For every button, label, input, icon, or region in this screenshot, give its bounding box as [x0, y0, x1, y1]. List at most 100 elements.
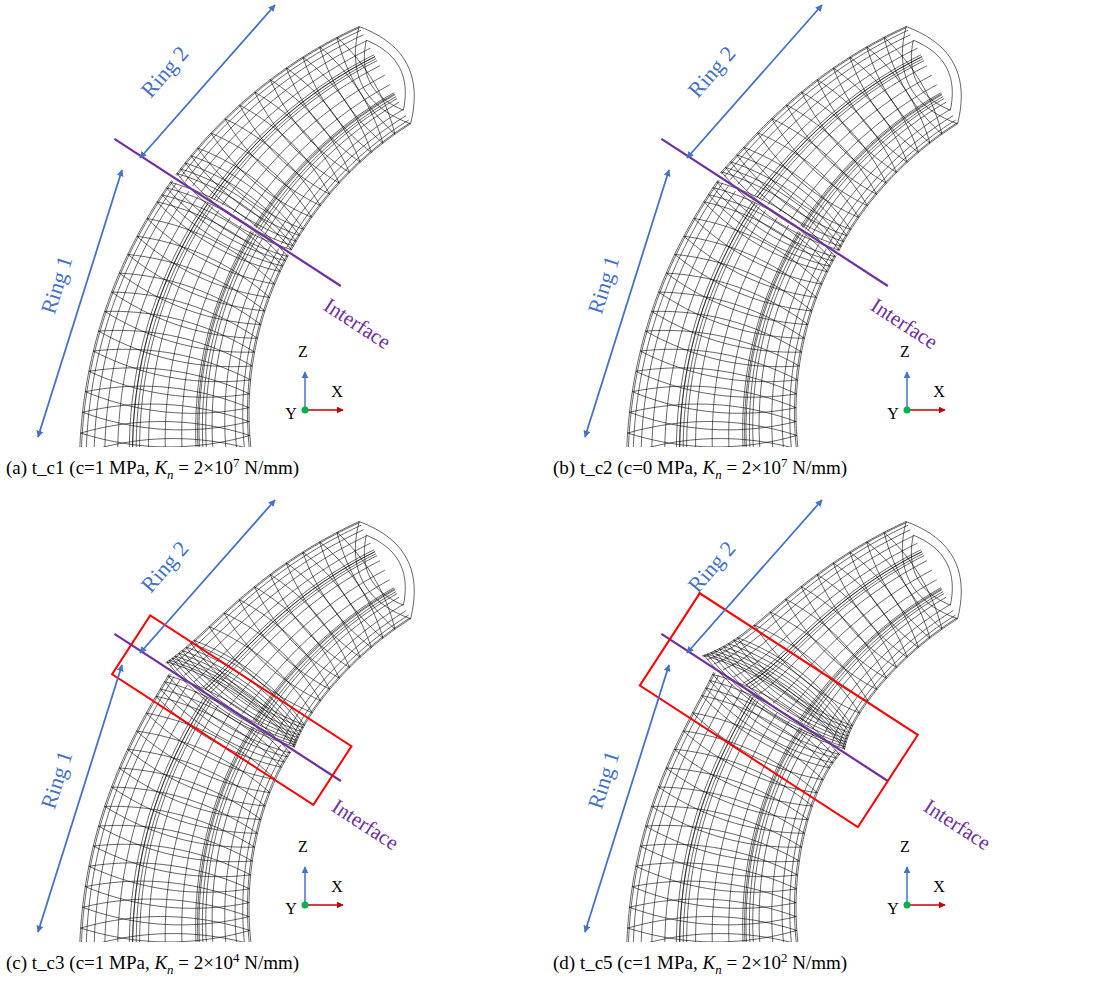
- mesh-line: [675, 254, 812, 311]
- mesh-line: [630, 412, 797, 430]
- mesh-line: [717, 182, 835, 257]
- mesh-line: [81, 928, 250, 942]
- mesh-line: [137, 731, 270, 793]
- mesh-line: [289, 615, 408, 744]
- mesh-line: [240, 105, 330, 194]
- mesh-line: [796, 753, 841, 942]
- mesh-line: [217, 561, 380, 697]
- mesh-line: [105, 806, 255, 847]
- mesh-line: [757, 133, 858, 218]
- mesh-line: [725, 167, 841, 246]
- mesh-line: [770, 612, 868, 701]
- interface-label: Interface: [319, 294, 394, 354]
- mesh-line: [683, 731, 817, 793]
- mesh-line: [633, 183, 723, 447]
- mesh-line: [759, 239, 810, 447]
- mesh-line: [355, 522, 410, 619]
- mesh-line: [197, 148, 303, 229]
- mesh-line: [652, 311, 802, 352]
- mesh-line: [182, 225, 242, 447]
- mesh-line: [804, 592, 943, 724]
- mesh-line: [209, 627, 312, 713]
- mesh-line: [256, 95, 395, 228]
- mesh-line: [738, 41, 914, 185]
- mesh-line: [770, 612, 868, 701]
- mesh-line: [366, 40, 405, 110]
- mesh-line: [730, 162, 843, 242]
- axis-label: Y: [285, 405, 297, 423]
- mesh-line: [713, 674, 840, 754]
- mesh-line: [85, 386, 249, 408]
- mesh-line: [715, 651, 847, 742]
- mesh-line: [162, 195, 283, 266]
- mesh-line: [270, 574, 350, 667]
- mesh-line: [286, 68, 360, 162]
- mesh-line: [658, 787, 804, 833]
- mesh-line: [180, 169, 293, 246]
- mesh-line: [628, 917, 797, 931]
- mesh-line: [906, 27, 961, 124]
- mesh-line: [275, 605, 403, 736]
- mesh-line: [81, 917, 250, 931]
- mesh-line: [821, 110, 950, 240]
- mesh-line: [105, 806, 255, 847]
- mesh-line: [118, 691, 197, 942]
- axis-label: Z: [900, 838, 910, 856]
- mesh-line: [119, 768, 261, 820]
- mesh-line: [197, 148, 303, 229]
- mesh-line: [235, 745, 281, 942]
- mesh-line: [119, 768, 261, 820]
- z-axis-arrow: [906, 372, 908, 410]
- mesh-line: [707, 525, 908, 659]
- mesh-line: [913, 40, 952, 110]
- mesh-line: [247, 254, 287, 447]
- mesh-line: [303, 552, 372, 648]
- mesh-line: [180, 30, 361, 177]
- mesh-line: [746, 233, 801, 447]
- mesh-line: [753, 236, 806, 447]
- mesh-line: [185, 163, 296, 241]
- mesh-line: [196, 231, 252, 447]
- mesh-line: [674, 749, 812, 806]
- mesh-line: [717, 182, 835, 257]
- mesh-line: [147, 218, 275, 284]
- panel-graphics: [38, 500, 414, 977]
- mesh-line: [83, 412, 250, 430]
- y-axis-dot: [904, 902, 911, 909]
- mesh-line: [249, 255, 289, 447]
- mesh-line: [81, 674, 170, 942]
- mesh-line: [364, 40, 403, 110]
- mesh-line: [850, 552, 919, 648]
- mesh-line: [182, 650, 299, 734]
- interface-line: [114, 634, 340, 781]
- mesh-line: [715, 651, 847, 742]
- mesh-line: [270, 574, 350, 667]
- mesh-line: [902, 522, 957, 619]
- mesh-line: [240, 105, 330, 194]
- mesh-line: [286, 563, 360, 657]
- mesh-line: [286, 120, 408, 248]
- mesh-line: [270, 80, 349, 173]
- mesh-line: [630, 899, 797, 917]
- mesh-line: [867, 542, 930, 638]
- mesh-line: [628, 181, 719, 447]
- figure-caption: (b) t_c2 (c=0 MPa, Kn = 2×107 N/mm): [553, 458, 847, 479]
- mesh-line: [806, 97, 944, 230]
- ring-label: Ring 2: [683, 42, 740, 103]
- mesh-line: [707, 654, 845, 747]
- mesh-line: [83, 404, 250, 422]
- mesh-line: [133, 203, 208, 447]
- mesh-line: [157, 202, 280, 272]
- mesh-line: [191, 643, 303, 728]
- mesh-line: [628, 422, 797, 436]
- ring-label: Ring 1: [583, 253, 624, 317]
- mesh-line: [906, 522, 961, 619]
- mesh-line: [83, 899, 250, 917]
- mesh-line: [206, 731, 260, 942]
- figure-caption: (a) t_c1 (c=1 MPa, Kn = 2×107 N/mm): [6, 458, 299, 479]
- mesh-line: [167, 662, 295, 747]
- ring-label: Ring 2: [136, 537, 193, 598]
- mesh-line: [176, 530, 363, 670]
- axis-label: Y: [887, 405, 899, 423]
